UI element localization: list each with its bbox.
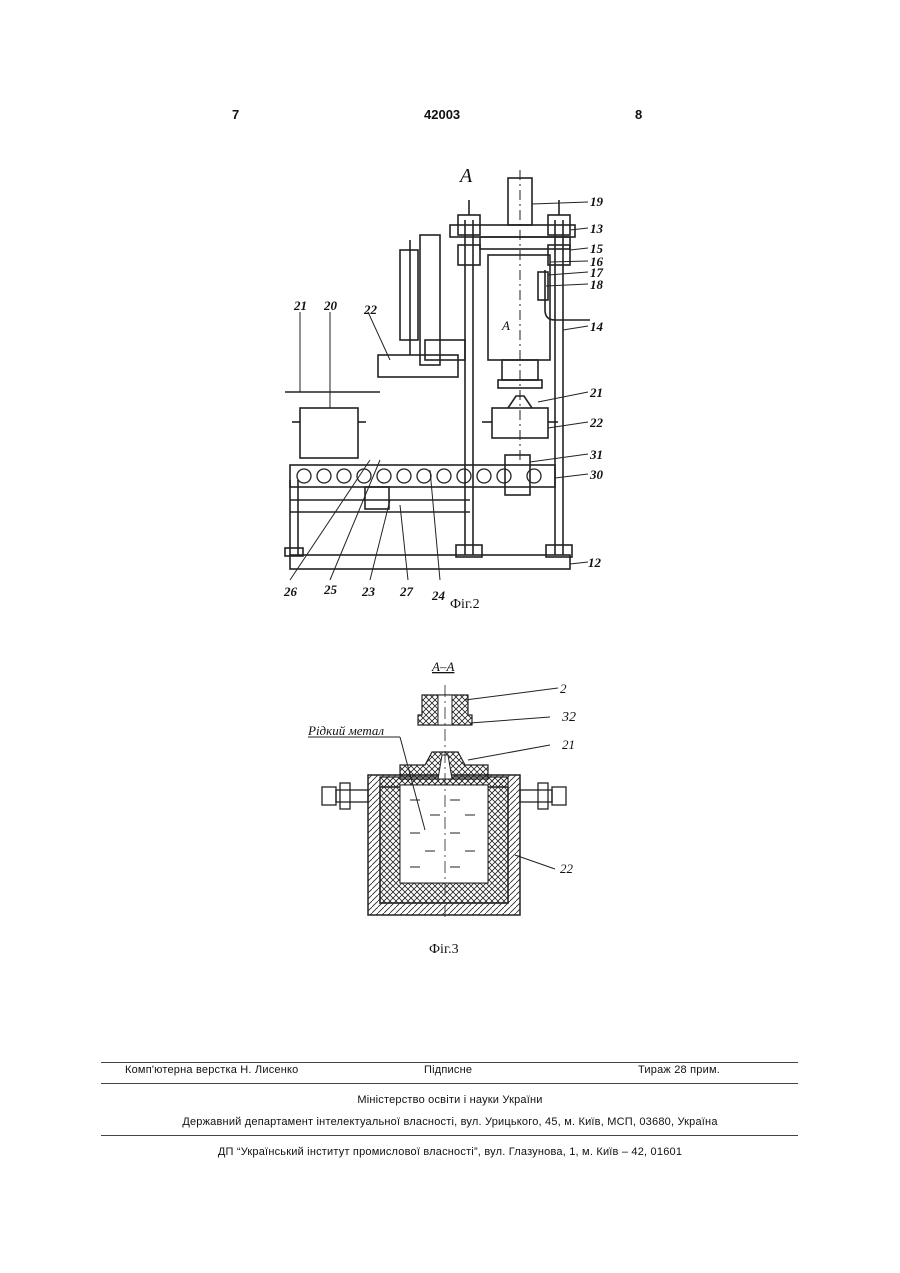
callout: 13	[590, 221, 604, 236]
signed-label: Підписне	[424, 1064, 472, 1076]
figure-2-drawing: A A 19 13 15 16 17 18 14 21 22 21 20 22 …	[270, 160, 630, 610]
figure-3-drawing: A–A Рідкий метал 2 32 21 22	[300, 655, 600, 920]
patent-number: 42003	[424, 107, 460, 122]
callout: 21	[589, 385, 603, 400]
layout-credit: Комп'ютерна верстка Н. Лисенко	[125, 1064, 298, 1076]
footer-rule-middle	[101, 1083, 798, 1084]
fig2-section-mark: A	[501, 318, 510, 333]
circulation: Тираж 28 прим.	[638, 1064, 720, 1076]
callout: 22	[560, 861, 574, 876]
callout: 32	[561, 710, 576, 725]
callout: 31	[589, 447, 603, 462]
page-number-right: 8	[635, 107, 642, 122]
department: Державний департамент інтелектуальної вл…	[0, 1116, 900, 1128]
footer-rule-top	[101, 1062, 798, 1063]
figure-2-caption: Фіг.2	[450, 597, 480, 613]
ministry: Міністерство освіти і науки України	[0, 1094, 900, 1106]
callout: 18	[590, 277, 604, 292]
callout: 20	[323, 298, 338, 313]
callout: 14	[590, 319, 604, 334]
callout: 24	[431, 588, 446, 603]
institute: ДП “Український інститут промислової вла…	[0, 1146, 900, 1158]
callout: 2	[560, 681, 567, 696]
callout: 27	[399, 584, 414, 599]
callout: 22	[589, 415, 604, 430]
fig2-view-label: A	[458, 165, 473, 187]
page-number-left: 7	[232, 107, 239, 122]
callout: 25	[323, 582, 338, 597]
liquid-metal-label: Рідкий метал	[307, 723, 384, 738]
footer-rule-bottom	[101, 1135, 798, 1136]
callout: 21	[293, 298, 307, 313]
section-title: A–A	[431, 659, 454, 674]
callout: 30	[589, 467, 604, 482]
callout: 21	[562, 737, 575, 752]
figure-3-caption: Фіг.3	[429, 942, 459, 958]
callout: 19	[590, 194, 604, 209]
callout: 22	[363, 302, 378, 317]
callout: 26	[283, 584, 298, 599]
callout: 12	[588, 555, 602, 570]
callout: 23	[361, 584, 376, 599]
